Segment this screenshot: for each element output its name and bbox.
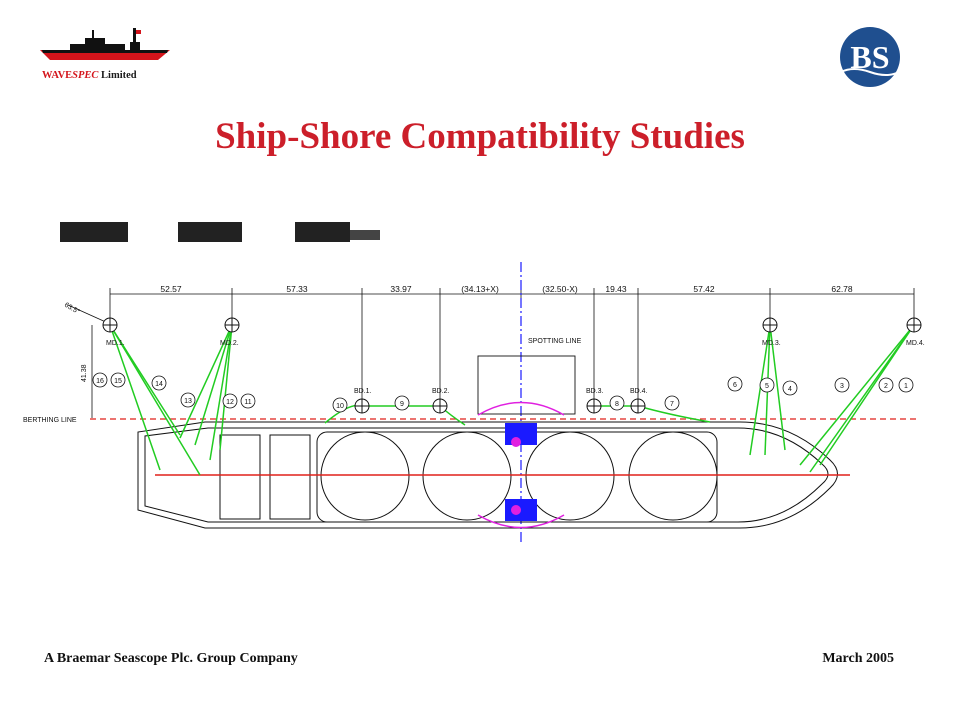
line-number-labels: 1 2 3 4 5 6 7 8 9 10 11 12 13 14 15 16 xyxy=(96,378,908,410)
mooring-point-label: BD.3. xyxy=(586,388,604,395)
line-number: 16 xyxy=(96,378,104,385)
page-title: Ship-Shore Compatibility Studies xyxy=(215,116,745,157)
line-number: 4 xyxy=(788,386,792,393)
line-number-bubbles xyxy=(92,372,914,413)
mooring-point-label: MD.4. xyxy=(906,340,925,347)
dim-label: 52.57 xyxy=(160,284,182,294)
line-number: 12 xyxy=(226,399,234,406)
dim-label: 33.97 xyxy=(390,284,412,294)
footer-company: A Braemar Seascope Plc. Group Company xyxy=(44,651,298,666)
line-number: 9 xyxy=(400,401,404,408)
footer-date: March 2005 xyxy=(822,651,894,666)
dim-label: 57.42 xyxy=(693,284,715,294)
wavespec-ship-icon xyxy=(40,28,170,60)
mooring-diagram: 52.57 57.33 33.97 (34.13+X) (32.50-X) 19… xyxy=(23,222,925,545)
mooring-point-labels: MD.1. MD.2. BD.1. BD.2. BD.3. BD.4. MD.3… xyxy=(106,340,925,395)
dim-label: (34.13+X) xyxy=(461,284,499,294)
line-number: 14 xyxy=(155,381,163,388)
line-number: 10 xyxy=(336,403,344,410)
mooring-point-label: BD.2. xyxy=(432,388,450,395)
line-number: 2 xyxy=(884,383,888,390)
mooring-point-label: MD.2. xyxy=(220,340,239,347)
dim-label: 62.78 xyxy=(831,284,853,294)
line-number: 15 xyxy=(114,378,122,385)
spotting-line-label: SPOTTING LINE xyxy=(528,338,582,345)
line-number: 3 xyxy=(840,383,844,390)
mooring-point-label: MD.3. xyxy=(762,340,781,347)
mooring-points xyxy=(102,317,922,414)
line-number: 1 xyxy=(904,383,908,390)
manifold xyxy=(477,401,565,529)
dim-label: (32.50-X) xyxy=(542,284,578,294)
vertical-dim-label: 41.38 xyxy=(81,364,88,382)
mooring-point-label: BD.4. xyxy=(630,388,648,395)
dimension-labels: 52.57 57.33 33.97 (34.13+X) (32.50-X) 19… xyxy=(160,284,853,294)
mooring-point-label: MD.1. xyxy=(106,340,125,347)
line-number: 11 xyxy=(244,399,251,406)
angle-label: 63.5° xyxy=(63,301,81,316)
line-number: 8 xyxy=(615,401,619,408)
wavespec-logo-text: WAVESPEC Limited xyxy=(42,70,137,81)
line-number: 5 xyxy=(765,383,769,390)
line-number: 6 xyxy=(733,382,737,389)
line-number: 13 xyxy=(184,398,192,405)
line-number: 7 xyxy=(670,401,674,408)
legend-blocks xyxy=(60,222,380,242)
berthing-line-label: BERTHING LINE xyxy=(23,417,77,424)
dim-label: 19.43 xyxy=(605,284,627,294)
mooring-point-label: BD.1. xyxy=(354,388,372,395)
shore-platform xyxy=(477,355,576,415)
dim-label: 57.33 xyxy=(286,284,308,294)
bs-monogram-icon: BS xyxy=(833,20,908,94)
